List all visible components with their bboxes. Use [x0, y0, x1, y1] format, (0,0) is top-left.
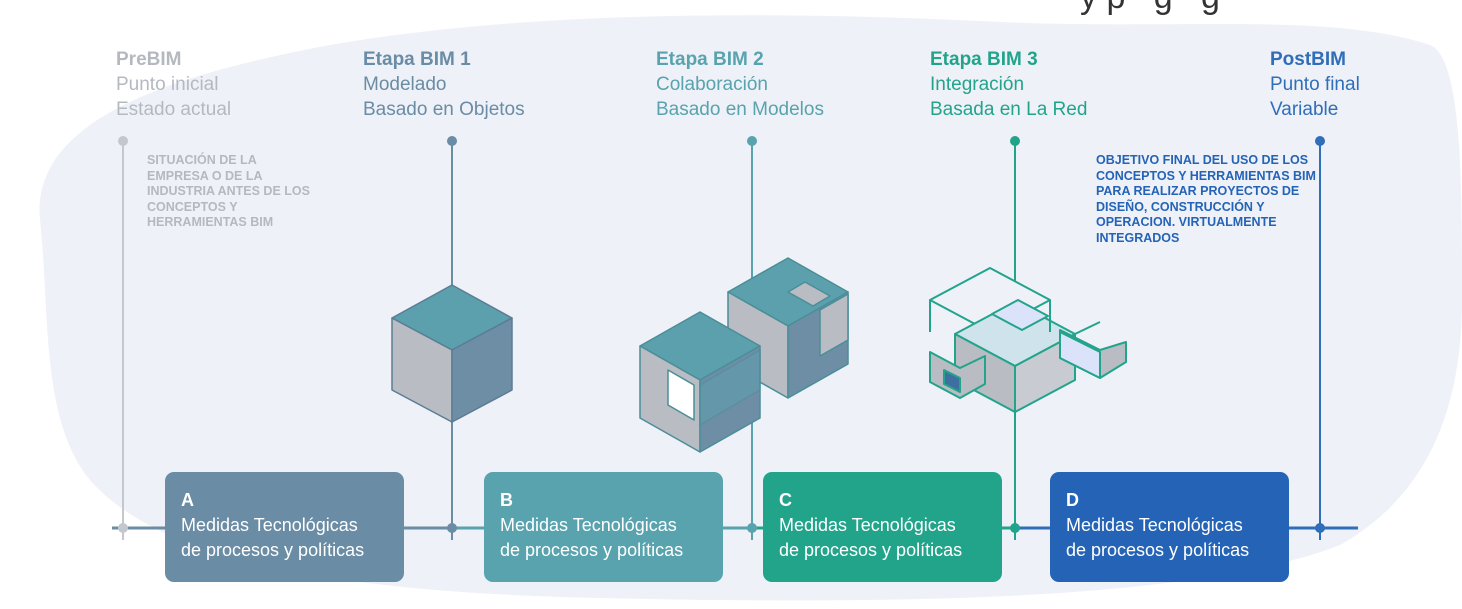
stage-line2: Estado actual — [116, 99, 232, 120]
cube-stage-1 — [391, 284, 513, 423]
measure-box-b: B Medidas Tecnológicas de procesos y pol… — [484, 472, 723, 582]
stage-line2: Basado en Objetos — [363, 99, 525, 120]
measure-line2: de procesos y políticas — [779, 540, 963, 560]
stage-prebim: PreBIM Punto inicial Estado actual — [116, 47, 231, 122]
stage-line1: Punto final — [1270, 74, 1360, 95]
measure-line2: de procesos y políticas — [1066, 540, 1250, 560]
cube-stage-3 — [929, 267, 1127, 413]
stage-line1: Punto inicial — [116, 74, 219, 95]
stage-bim-2: Etapa BIM 2 Colaboración Basado en Model… — [656, 47, 824, 122]
measure-box-a: A Medidas Tecnológicas de procesos y pol… — [165, 472, 404, 582]
cube-stage-2-back — [727, 257, 849, 399]
stage-title: Etapa BIM 3 — [930, 49, 1038, 70]
stage-bim-3: Etapa BIM 3 Integración Basada en La Red — [930, 47, 1087, 122]
stage-line1: Modelado — [363, 74, 447, 95]
stage-title: PreBIM — [116, 49, 182, 70]
measure-line1: Medidas Tecnológicas — [181, 515, 358, 535]
stage-line1: Integración — [930, 74, 1025, 95]
stage-title: Etapa BIM 1 — [363, 49, 471, 70]
prebim-note: SITUACIÓN DE LA EMPRESA O DE LA INDUSTRI… — [147, 153, 310, 229]
measure-line2: de procesos y políticas — [181, 540, 365, 560]
cube-stage-2-front — [639, 311, 761, 453]
measure-letter: B — [500, 490, 513, 510]
postbim-note: OBJETIVO FINAL DEL USO DE LOS CONCEPTOS … — [1096, 153, 1316, 245]
stage-bim-1: Etapa BIM 1 Modelado Basado en Objetos — [363, 47, 525, 122]
measure-line1: Medidas Tecnológicas — [779, 515, 956, 535]
stage-line-postbim — [1315, 136, 1325, 540]
measure-box-c: C Medidas Tecnológicas de procesos y pol… — [763, 472, 1002, 582]
measure-line2: de procesos y políticas — [500, 540, 684, 560]
measure-line1: Medidas Tecnológicas — [1066, 515, 1243, 535]
stage-postbim: PostBIM Punto final Variable — [1270, 47, 1360, 122]
header-partial-text: y p g g — [1080, 0, 1220, 17]
measure-letter: A — [181, 490, 194, 510]
stage-line-prebim — [118, 136, 128, 540]
stage-line2: Variable — [1270, 99, 1339, 120]
measure-letter: C — [779, 490, 792, 510]
stage-line2: Basado en Modelos — [656, 99, 824, 120]
stage-title: PostBIM — [1270, 49, 1346, 70]
stage-line1: Colaboración — [656, 74, 768, 95]
measure-letter: D — [1066, 490, 1079, 510]
measure-box-d: D Medidas Tecnológicas de procesos y pol… — [1050, 472, 1289, 582]
measure-line1: Medidas Tecnológicas — [500, 515, 677, 535]
stage-title: Etapa BIM 2 — [656, 49, 764, 70]
stage-line2: Basada en La Red — [930, 99, 1088, 120]
